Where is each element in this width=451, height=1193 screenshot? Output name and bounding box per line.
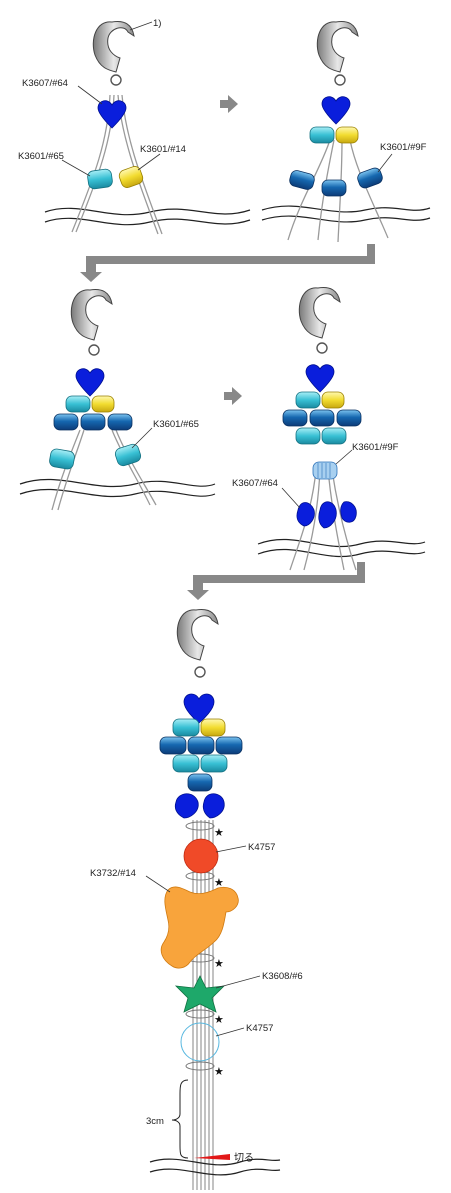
blue-bead-3 <box>215 736 243 755</box>
blue-bead-3 <box>336 409 362 427</box>
arrow-right-icon <box>220 95 238 113</box>
label-cut: 切る <box>234 1152 254 1164</box>
heart-bead <box>75 368 105 397</box>
blue-bead-1 <box>159 736 187 755</box>
orange-cat-charm <box>160 886 239 969</box>
label-left: K3601/#65 <box>18 151 64 162</box>
panel-step-1: 1) K3607/#64 K3601/#65 K3601/#14 <box>18 18 251 235</box>
star-marker: ★ <box>214 1065 224 1078</box>
blue-bead-4 <box>187 773 213 792</box>
cyan-bead <box>295 391 321 409</box>
red-bead <box>183 838 219 874</box>
connector-arrow <box>80 244 375 282</box>
clear-bead <box>180 1022 220 1062</box>
cyan-bead <box>309 126 335 144</box>
label-orange: K3732/#14 <box>90 868 136 879</box>
heart-bead <box>183 693 215 724</box>
star-marker: ★ <box>214 1013 224 1026</box>
wavy-line <box>149 1158 281 1176</box>
label-mid: K3601/#9F <box>352 442 399 453</box>
heart-bead <box>97 100 127 129</box>
lobster-clasp <box>316 21 359 86</box>
yellow-bead-right <box>118 166 144 188</box>
connector-arrow <box>187 562 365 600</box>
wire-wrap <box>185 821 215 1071</box>
wavy-line <box>19 478 216 498</box>
drop-bead-left <box>174 793 199 819</box>
cyan-bead-2 <box>200 754 228 773</box>
cyan-bead-left <box>49 448 75 470</box>
blue-bead-left <box>289 170 315 190</box>
lobster-clasp <box>176 609 219 678</box>
yellow-bead <box>91 395 115 413</box>
label-left: K3607/#64 <box>232 478 278 489</box>
cyan-bead-right <box>114 443 142 467</box>
wires <box>51 429 157 511</box>
cyan-bead-1 <box>295 427 321 445</box>
label-heart: K3607/#64 <box>22 78 68 89</box>
label-right: K3601/#65 <box>153 419 199 430</box>
panel-step-4: K3601/#9F K3607/#64 <box>232 287 426 571</box>
lobster-clasp <box>70 289 113 356</box>
yellow-bead <box>200 718 226 737</box>
blue-bead-2 <box>80 413 106 431</box>
cyan-bead-left <box>87 168 113 190</box>
label-red: K4757 <box>248 842 275 853</box>
blue-bead-right <box>357 167 383 189</box>
star-marker: ★ <box>214 957 224 970</box>
yellow-bead <box>321 391 345 409</box>
blue-bead-threaded <box>312 461 338 480</box>
blue-bead-2 <box>309 409 335 427</box>
cyan-bead <box>65 395 91 413</box>
lobster-clasp <box>298 287 341 354</box>
panel-step-3: K3601/#65 <box>19 289 216 511</box>
star-marker: ★ <box>214 876 224 889</box>
blue-bead-1 <box>53 413 79 431</box>
drop-bead-right <box>202 793 225 819</box>
cyan-bead-2 <box>321 427 347 445</box>
heart-bead <box>305 364 335 393</box>
lobster-clasp <box>92 21 135 86</box>
arrow-right-icon <box>224 387 242 405</box>
cyan-bead-1 <box>172 754 200 773</box>
cyan-bead <box>172 718 200 737</box>
panel-step-2: K3601/#9F <box>261 21 431 243</box>
blue-bead-1 <box>282 409 308 427</box>
label-green: K3608/#6 <box>262 971 303 982</box>
wavy-line <box>261 205 431 223</box>
label-clear: K4757 <box>246 1023 273 1034</box>
blue-bead-mid <box>321 179 347 197</box>
scissors-cut-mark <box>194 1154 230 1160</box>
step-number: 1) <box>153 18 161 29</box>
drop-bead-left <box>296 502 315 527</box>
drop-bead-right <box>318 501 337 529</box>
blue-bead-2 <box>187 736 215 755</box>
green-star-charm <box>174 975 226 1013</box>
blue-bead-3 <box>107 413 133 431</box>
panel-step-5: ★ ★ ★ ★ ★ K4757 K3732/#14 K3608/#6 K4757… <box>90 609 303 1190</box>
label-right: K3601/#9F <box>380 142 427 153</box>
label-right: K3601/#14 <box>140 144 186 155</box>
yellow-bead <box>335 126 359 144</box>
star-marker: ★ <box>214 826 224 839</box>
heart-bead <box>321 96 351 125</box>
wavy-line <box>257 538 426 558</box>
drop-bead-far <box>340 501 357 523</box>
label-measure: 3cm <box>146 1116 164 1127</box>
measure-bracket <box>171 1079 189 1159</box>
